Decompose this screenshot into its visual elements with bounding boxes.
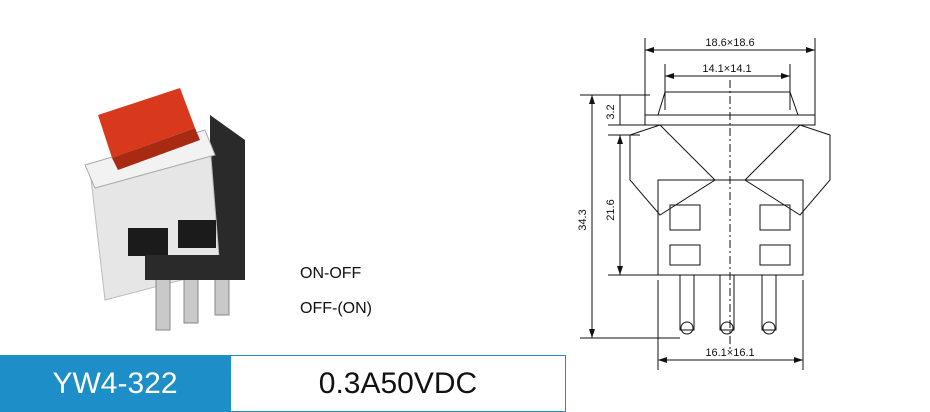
switch-clip-left (128, 228, 168, 256)
switch-pin-base (145, 255, 245, 280)
switch-red-cap-face (112, 128, 200, 170)
mode-off-on-momentary: OFF-(ON) (300, 300, 372, 317)
model-label: YW4-322 (0, 355, 230, 412)
switch-clip-right (178, 220, 216, 248)
dim-cap-width: 14.1×14.1 (702, 63, 751, 75)
rating-label: 0.3A50VDC (230, 355, 566, 412)
dim-base-width: 16.1×16.1 (705, 347, 754, 359)
dim-body-height: 21.6 (605, 199, 617, 220)
switch-red-cap (98, 88, 195, 158)
switch-photo (84, 88, 245, 331)
switch-side-housing (210, 115, 245, 275)
mode-on-off: ON-OFF (300, 265, 362, 282)
dim-cap-height: 3.2 (605, 104, 617, 119)
dimension-drawing: 18.6×18.6 14.1×14.1 16.1×16.1 3.2 34.3 2… (577, 37, 831, 370)
switch-pin (155, 274, 171, 331)
dim-outer-width: 18.6×18.6 (705, 37, 754, 49)
dim-total-height: 34.3 (577, 209, 589, 230)
